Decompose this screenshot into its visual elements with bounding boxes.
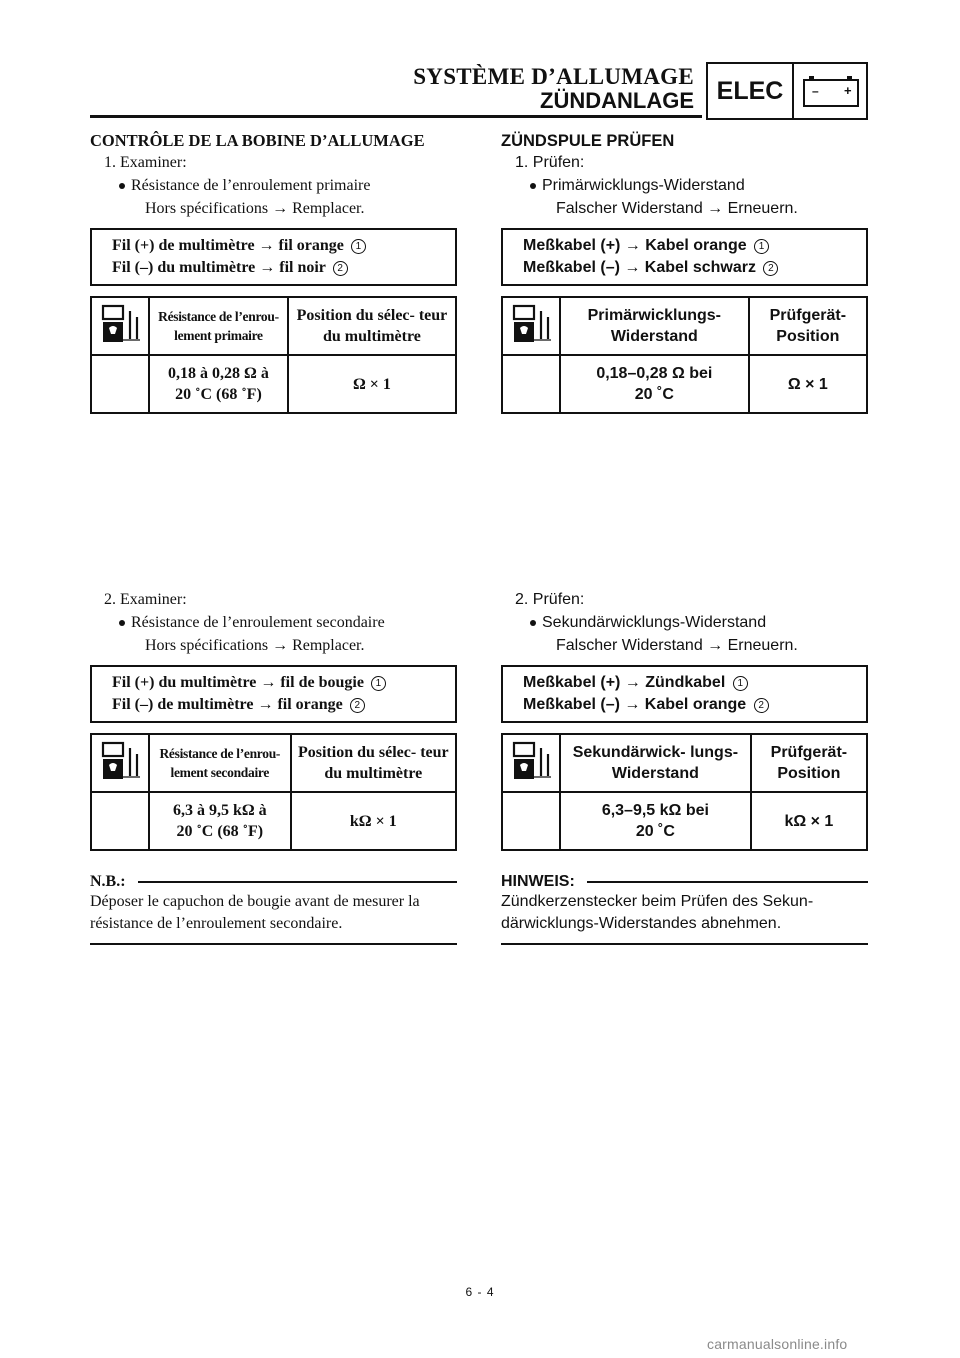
page-number: 6 - 4: [465, 1285, 495, 1299]
callout-2: 2: [763, 261, 779, 276]
de-step1-probe-plus: Meßkabel (+) → Kabel orange: [523, 237, 747, 254]
de-step1-bullet: Primärwicklungs-Widerstand: [530, 174, 868, 197]
de-note-label: HINWEIS:: [501, 873, 575, 890]
svg-text:–: –: [812, 84, 819, 98]
de-step2-label: 2. Prüfen:: [515, 591, 585, 608]
header-rule: [90, 115, 702, 118]
fr-step2-label: 2. Examiner:: [104, 591, 187, 608]
de-step1-block: ZÜNDSPULE PRÜFEN 1. Prüfen: Primärwicklu…: [501, 131, 869, 414]
de-step2-action: Falscher Widerstand → Erneuern.: [556, 637, 798, 654]
fr-step2-probe-plus: Fil (+) du multimètre → fil de bougie: [112, 674, 364, 691]
de-note-rule: [501, 943, 868, 945]
de-note-text: Zündkerzenstecker beim Prüfen des Sekun-…: [501, 893, 814, 932]
callout-2: 2: [753, 698, 769, 713]
fr-step1-value-line1: 0,18 à 0,28 Ω à: [168, 365, 269, 382]
multimeter-icon: [90, 296, 150, 356]
de-step2-probe-box: Meßkabel (+) → Zündkabel 1 Meßkabel (–) …: [501, 665, 868, 723]
fr-step2-col2-header: Position du sélec- teur du multimètre: [289, 733, 458, 793]
de-step2-block: 2. Prüfen: Sekundärwicklungs-Widerstand …: [501, 588, 869, 945]
de-step2-value-line2: 20 ˚C: [635, 823, 675, 840]
de-step1-range: Ω × 1: [747, 354, 869, 414]
fr-step1-value-line2: 20 ˚C (68 ˚F): [175, 386, 262, 403]
de-section-title: ZÜNDSPULE PRÜFEN: [501, 132, 675, 150]
fr-step1-probe-minus: Fil (–) du multimètre → fil noir: [112, 259, 326, 276]
fr-step2-action: Hors spécifications → Remplacer.: [145, 637, 365, 654]
de-step1-value-line2: 20 ˚C: [634, 386, 674, 403]
de-note-header: HINWEIS:: [501, 873, 868, 891]
fr-step1-action: Hors spécifications → Remplacer.: [145, 200, 365, 217]
elec-badge: ELEC – +: [706, 62, 868, 120]
fr-note-rule: [90, 943, 457, 945]
fr-step2-block: 2. Examiner: Résistance de l’enroulement…: [90, 588, 458, 945]
fr-section-title: CONTRÔLE DE LA BOBINE D’ALLUMAGE: [90, 131, 425, 150]
fr-step1-col2-header: Position du sélec- teur du multimètre: [286, 296, 458, 356]
callout-2: 2: [332, 261, 348, 276]
fr-step1-range: Ω × 1: [286, 354, 458, 414]
fr-step2-probe-box: Fil (+) du multimètre → fil de bougie 1 …: [90, 665, 457, 723]
fr-step1-label: 1. Examiner:: [104, 154, 187, 171]
multimeter-icon: [90, 733, 150, 793]
de-step2-probe-plus: Meßkabel (+) → Zündkabel: [523, 674, 726, 691]
fr-step2-col1-header: Résistance de l’enrou- lement secondaire: [148, 733, 292, 793]
de-step2-col1-header: Sekundärwick- lungs-Widerstand: [559, 733, 752, 793]
fr-step2-spec-table: Résistance de l’enrou- lement secondaire…: [90, 733, 458, 851]
callout-1: 1: [754, 239, 770, 254]
fr-step2-bullet: Résistance de l’enroulement secondaire: [119, 611, 457, 634]
fr-step1-bullet: Résistance de l’enroulement primaire: [119, 174, 457, 197]
callout-1: 1: [370, 676, 386, 691]
de-step1-col1-header: Primärwicklungs- Widerstand: [559, 296, 750, 356]
de-step2-col2-header: Prüfgerät- Position: [749, 733, 869, 793]
fr-note-label: N.B.:: [90, 873, 126, 890]
de-step1-action: Falscher Widerstand → Erneuern.: [556, 200, 798, 217]
header-title-de: ZÜNDANLAGE: [540, 88, 694, 113]
header-title-fr: SYSTÈME D’ALLUMAGE: [413, 64, 694, 89]
fr-note-text: Déposer le capuchon de bougie avant de m…: [90, 893, 420, 932]
callout-1: 1: [350, 239, 366, 254]
fr-step2-range: kΩ × 1: [289, 791, 458, 851]
fr-step2-probe-minus: Fil (–) de multimètre → fil orange: [112, 696, 343, 713]
multimeter-icon: [501, 733, 561, 793]
de-step1-col2-header: Prüfgerät- Position: [747, 296, 869, 356]
de-step1-probe-minus: Meßkabel (–) → Kabel schwarz: [523, 259, 756, 276]
fr-step1-spec-table: Résistance de l’enrou- lement primaire P…: [90, 296, 458, 414]
de-step1-probe-box: Meßkabel (+) → Kabel orange 1 Meßkabel (…: [501, 228, 868, 286]
fr-step2-value-line1: 6,3 à 9,5 kΩ à: [172, 802, 267, 819]
fr-step2-value-line2: 20 ˚C (68 ˚F): [176, 823, 264, 840]
callout-2: 2: [349, 698, 365, 713]
de-step2-spec-table: Sekundärwick- lungs-Widerstand Prüfgerät…: [501, 733, 869, 851]
callout-1: 1: [732, 676, 748, 691]
fr-step1-probe-box: Fil (+) de multimètre → fil orange 1 Fil…: [90, 228, 457, 286]
battery-icon: – +: [794, 64, 866, 118]
fr-step1-block: CONTRÔLE DE LA BOBINE D’ALLUMAGE 1. Exam…: [90, 131, 458, 414]
de-step1-label: 1. Prüfen:: [515, 154, 585, 171]
watermark: carmanualsonline.info: [707, 1336, 848, 1352]
elec-badge-label: ELEC: [708, 64, 794, 118]
fr-note-header: N.B.:: [90, 873, 457, 891]
de-step2-probe-minus: Meßkabel (–) → Kabel orange: [523, 696, 747, 713]
fr-step1-col1-header: Résistance de l’enrou- lement primaire: [148, 296, 289, 356]
de-step2-range: kΩ × 1: [749, 791, 869, 851]
de-step1-value-line1: 0,18–0,28 Ω bei: [596, 365, 713, 382]
de-step2-bullet: Sekundärwicklungs-Widerstand: [530, 611, 868, 634]
fr-step1-probe-plus: Fil (+) de multimètre → fil orange: [112, 237, 344, 254]
multimeter-icon: [501, 296, 561, 356]
de-step2-value-line1: 6,3–9,5 kΩ bei: [601, 802, 709, 819]
svg-text:+: +: [844, 83, 852, 98]
de-step1-spec-table: Primärwicklungs- Widerstand Prüfgerät- P…: [501, 296, 869, 414]
